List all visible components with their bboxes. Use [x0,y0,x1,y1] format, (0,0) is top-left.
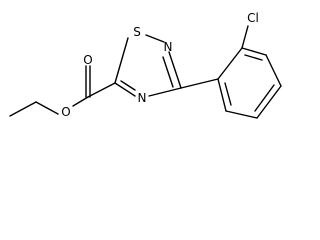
bond-n4-c5-b [120,80,136,91]
bond-c-carbonyl-c5 [87,82,116,98]
ethyl-group [9,101,59,117]
bond-s1-n2 [145,34,165,43]
bond-phenyl-inner-2 [254,84,275,112]
atom-label-chlorine: Cl [247,11,259,25]
bond-phenyl-c3-c4 [265,54,282,87]
bond-o-ester-c-carbonyl [72,96,89,107]
ester-group [72,65,116,107]
bond-phenyl-c4-c5 [256,85,282,119]
thiadiazole-ring [114,34,182,97]
structure-diagram: O O S N N Cl [9,11,282,119]
atom-label-nitrogen-2: N [164,40,173,54]
atom-label-sulfur: S [133,25,141,39]
bond-phenyl-inner-3 [224,82,232,106]
bond-ch2-o-ester [35,101,59,115]
bond-c3-n4 [148,87,182,97]
bond-phenyl-c6-c1 [217,78,227,112]
bond-c3-phenyl [180,78,219,89]
chlorophenyl-ring [217,25,282,119]
atom-label-oxygen-carbonyl: O [83,53,92,67]
bond-phenyl-chlorine [241,25,249,49]
atom-label-oxygen-ester: O [61,105,70,119]
atom-label-nitrogen-4: N [138,91,147,105]
bond-n4-c5-a [114,82,136,97]
bond-phenyl-c5-c6 [225,110,258,119]
bond-phenyl-c1-c2 [217,47,243,80]
bond-n2-c3-a [168,51,182,89]
bond-phenyl-inner-1 [244,54,263,61]
bond-n2-c3-b [162,56,174,88]
bond-ch3-ch2 [9,101,37,117]
bond-phenyl-c2-c3 [241,47,267,56]
bond-c5-s1 [114,37,129,84]
